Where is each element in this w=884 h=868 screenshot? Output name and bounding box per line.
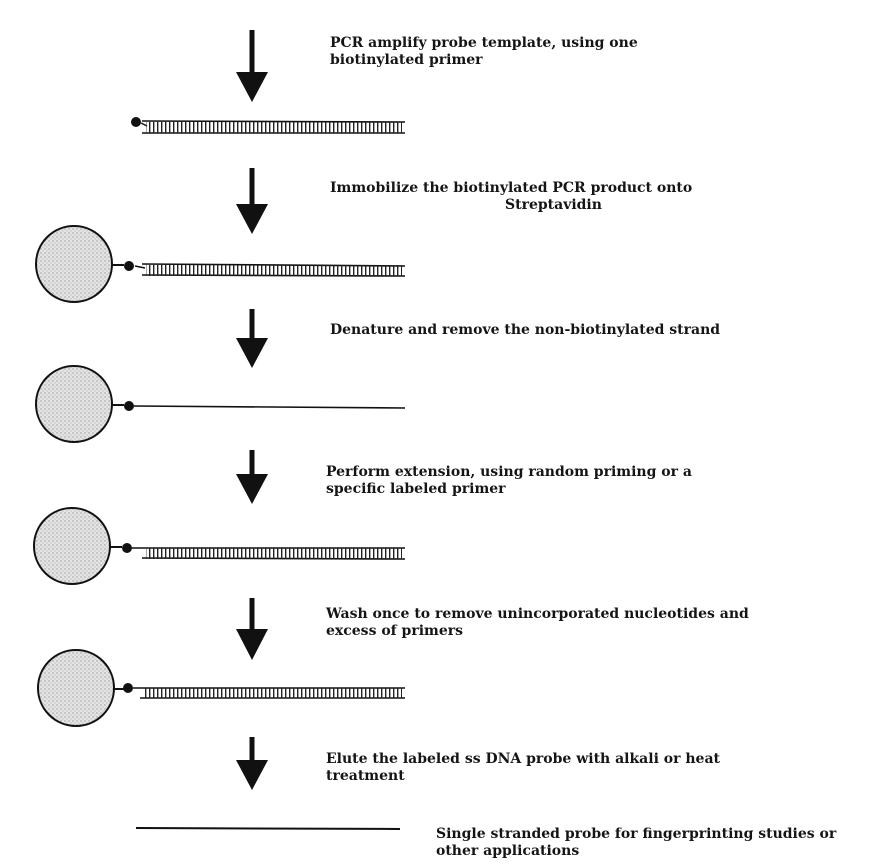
arrow-step2	[236, 168, 268, 234]
step1-line2: biotinylated primer	[330, 52, 638, 69]
step2-line2: Streptavidin	[330, 197, 692, 214]
step6-text: Elute the labeled ss DNA probe with alka…	[326, 751, 720, 785]
step2-text: Immobilize the biotinylated PCR product …	[330, 180, 692, 214]
bead-with-dsdna	[36, 226, 405, 302]
step5-text: Wash once to remove unincorporated nucle…	[326, 606, 749, 640]
arrow-step1	[236, 30, 268, 102]
step4-text: Perform extension, using random priming …	[326, 464, 692, 498]
step6-line1: Elute the labeled ss DNA probe with alka…	[326, 751, 720, 768]
step2-line1: Immobilize the biotinylated PCR product …	[330, 180, 692, 197]
step6-line2: treatment	[326, 768, 720, 785]
bead-after-wash	[38, 650, 405, 726]
step3-line1: Denature and remove the non-biotinylated…	[330, 322, 720, 339]
step5-line2: excess of primers	[326, 623, 749, 640]
final-caption-line1: Single stranded probe for fingerprinting…	[436, 826, 836, 843]
step3-text: Denature and remove the non-biotinylated…	[330, 322, 720, 339]
arrow-step4	[236, 450, 268, 504]
biotinylated-dsdna	[131, 117, 405, 133]
step1-text: PCR amplify probe template, using one bi…	[330, 35, 638, 69]
ss-probe	[136, 828, 400, 829]
final-caption-line2: other applications	[436, 843, 836, 860]
step4-line2: specific labeled primer	[326, 481, 692, 498]
step4-line1: Perform extension, using random priming …	[326, 464, 692, 481]
step1-line1: PCR amplify probe template, using one	[330, 35, 638, 52]
bead-with-ssdna	[36, 366, 405, 442]
bead-with-extended-dsdna	[34, 508, 405, 584]
arrow-step6	[236, 737, 268, 790]
arrow-step3	[236, 309, 268, 368]
step5-line1: Wash once to remove unincorporated nucle…	[326, 606, 749, 623]
final-caption: Single stranded probe for fingerprinting…	[436, 826, 836, 860]
arrow-step5	[236, 598, 268, 660]
